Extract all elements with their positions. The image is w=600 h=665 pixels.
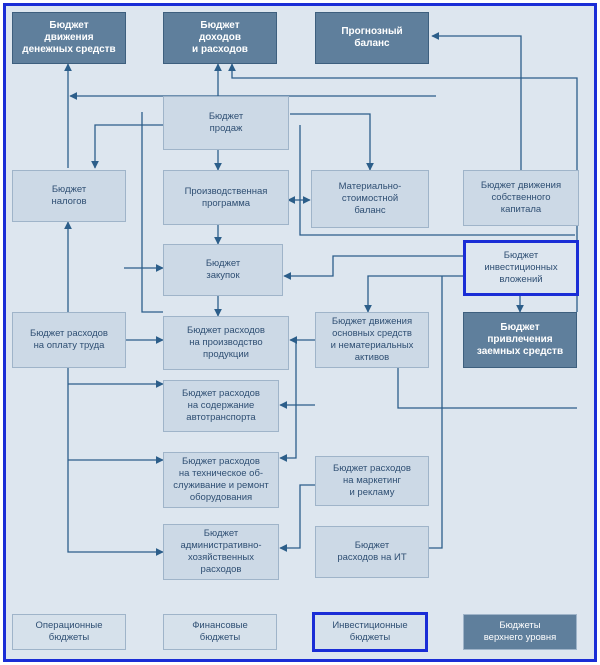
transport-costs-label: Бюджет расходов на содержание автотрансп… xyxy=(182,388,260,423)
investment-budget-box: Бюджет инвестиционных вложений xyxy=(463,240,579,296)
legend-investment: Инвестиционные бюджеты xyxy=(312,612,428,652)
legend-top-level-label: Бюджеты верхнего уровня xyxy=(483,620,557,643)
loans-budget-label: Бюджет привлечения заемных средств xyxy=(476,322,564,357)
it-costs-label: Бюджет расходов на ИТ xyxy=(337,540,407,563)
legend-investment-label: Инвестиционные бюджеты xyxy=(332,620,408,643)
legend-financial: Финансовые бюджеты xyxy=(163,614,277,650)
it-costs-box: Бюджет расходов на ИТ xyxy=(315,526,429,578)
legend-top-level: Бюджеты верхнего уровня xyxy=(463,614,577,650)
forecast-balance-label: Прогнозный баланс xyxy=(341,26,403,49)
admin-costs-box: Бюджет административно- хозяйственных ра… xyxy=(163,524,279,580)
labor-budget-box: Бюджет расходов на оплату труда xyxy=(12,312,126,368)
taxes-budget-box: Бюджет налогов xyxy=(12,170,126,222)
production-costs-label: Бюджет расходов на производство продукци… xyxy=(187,325,265,360)
taxes-budget-label: Бюджет налогов xyxy=(51,184,87,207)
fixed-assets-budget-label: Бюджет движения основных средств и немат… xyxy=(330,316,414,363)
transport-costs-box: Бюджет расходов на содержание автотрансп… xyxy=(163,380,279,432)
income-budget-label: Бюджет доходов и расходов xyxy=(192,20,248,55)
equity-budget-label: Бюджет движения собственного капитала xyxy=(480,180,562,215)
income-budget-box: Бюджет доходов и расходов xyxy=(163,12,277,64)
sales-budget-label: Бюджет продаж xyxy=(208,111,244,134)
material-balance-label: Материально- стоимостной баланс xyxy=(338,181,402,216)
production-costs-box: Бюджет расходов на производство продукци… xyxy=(163,316,289,370)
investment-budget-label: Бюджет инвестиционных вложений xyxy=(484,250,558,285)
equity-budget-box: Бюджет движения собственного капитала xyxy=(463,170,579,226)
loans-budget-box: Бюджет привлечения заемных средств xyxy=(463,312,577,368)
fixed-assets-budget-box: Бюджет движения основных средств и немат… xyxy=(315,312,429,368)
maintenance-costs-label: Бюджет расходов на техническое об- служи… xyxy=(173,456,269,503)
cashflow-budget-box: Бюджет движения денежных средств xyxy=(12,12,126,64)
purchases-budget-box: Бюджет закупок xyxy=(163,244,283,296)
marketing-costs-box: Бюджет расходов на маркетинг и рекламу xyxy=(315,456,429,506)
legend-financial-label: Финансовые бюджеты xyxy=(192,620,248,643)
labor-budget-label: Бюджет расходов на оплату труда xyxy=(30,328,108,351)
sales-budget-box: Бюджет продаж xyxy=(163,96,289,150)
forecast-balance-box: Прогнозный баланс xyxy=(315,12,429,64)
legend-operational: Операционные бюджеты xyxy=(12,614,126,650)
maintenance-costs-box: Бюджет расходов на техническое об- служи… xyxy=(163,452,279,508)
marketing-costs-label: Бюджет расходов на маркетинг и рекламу xyxy=(333,463,411,498)
material-balance-box: Материально- стоимостной баланс xyxy=(311,170,429,228)
admin-costs-label: Бюджет административно- хозяйственных ра… xyxy=(180,528,262,575)
purchases-budget-label: Бюджет закупок xyxy=(205,258,241,281)
production-program-label: Производственная программа xyxy=(184,185,268,209)
cashflow-budget-label: Бюджет движения денежных средств xyxy=(22,20,116,55)
production-program-box: Производственная программа xyxy=(163,170,289,225)
legend-operational-label: Операционные бюджеты xyxy=(35,620,103,643)
